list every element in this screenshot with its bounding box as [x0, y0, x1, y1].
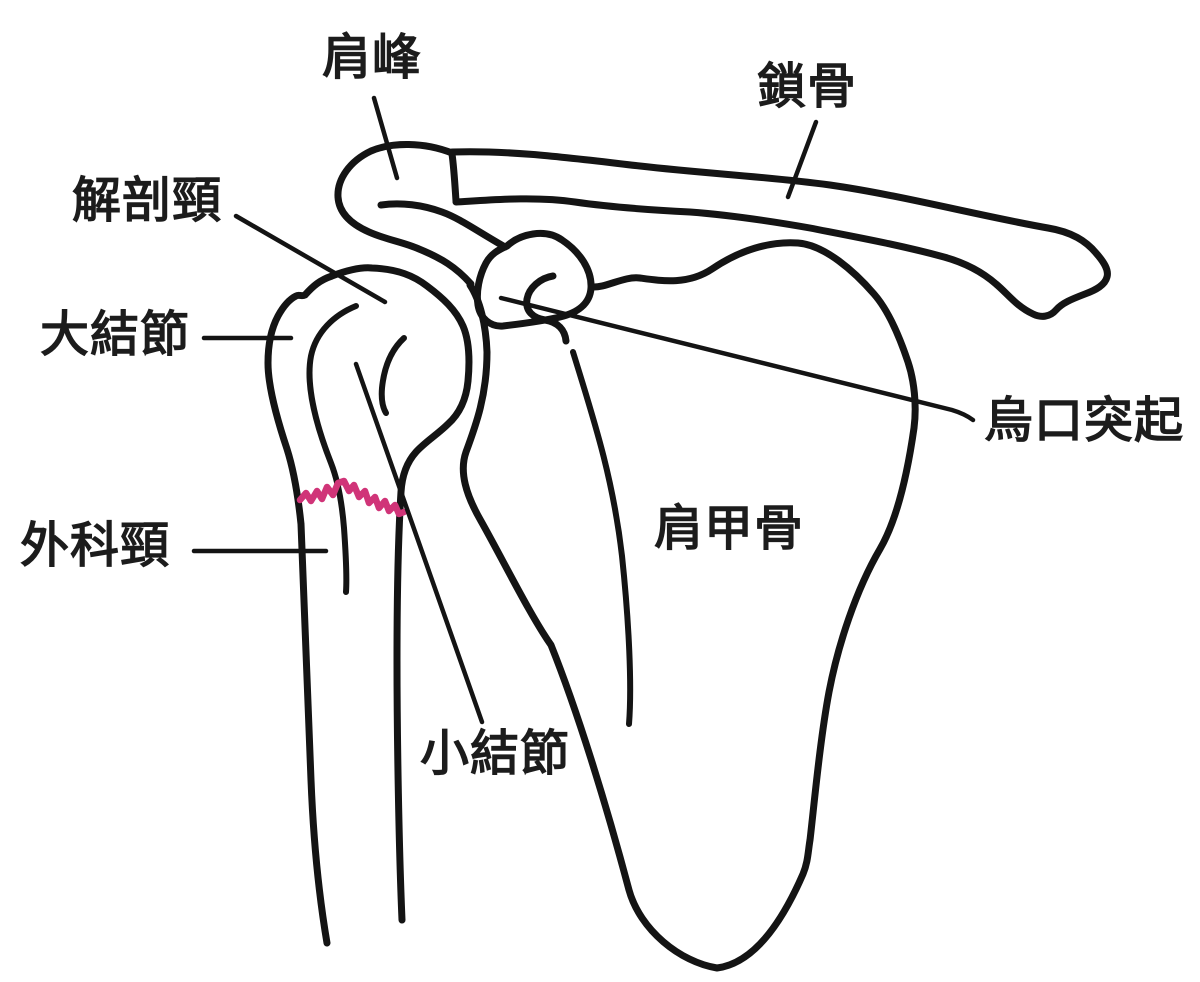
leader-clavicle: [785, 119, 819, 200]
label-scapula: 肩甲骨: [654, 500, 805, 557]
coracoid-outline: [473, 230, 595, 330]
acromioclavicular-joint-line: [448, 150, 460, 205]
label-greater-tubercle: 大結節: [40, 306, 191, 363]
scapula-ridge-line: [570, 349, 634, 727]
leader-anatomical-neck: [233, 213, 388, 305]
label-coracoid-process: 烏口突起: [984, 392, 1185, 449]
fracture-line: [296, 477, 408, 518]
clavicle-outline: [448, 148, 1111, 320]
leader-acromion: [371, 95, 400, 181]
acromion-inner-line: [377, 200, 509, 251]
humerus-groove-line: [306, 303, 359, 595]
leader-lesser-tubercle: [353, 361, 485, 725]
label-surgical-neck: 外科頸: [20, 517, 171, 574]
label-lesser-tubercle: 小結節: [420, 725, 571, 782]
humerus-lesser-tubercle-line: [378, 335, 407, 416]
scapula-outline: [459, 239, 919, 972]
leader-coracoid-process: [498, 295, 976, 423]
label-acromion: 肩峰: [322, 29, 423, 86]
label-anatomical-neck: 解剖頸: [72, 172, 223, 229]
label-clavicle: 鎖骨: [757, 58, 858, 115]
coracoid-inner-hook-line: [523, 272, 570, 345]
